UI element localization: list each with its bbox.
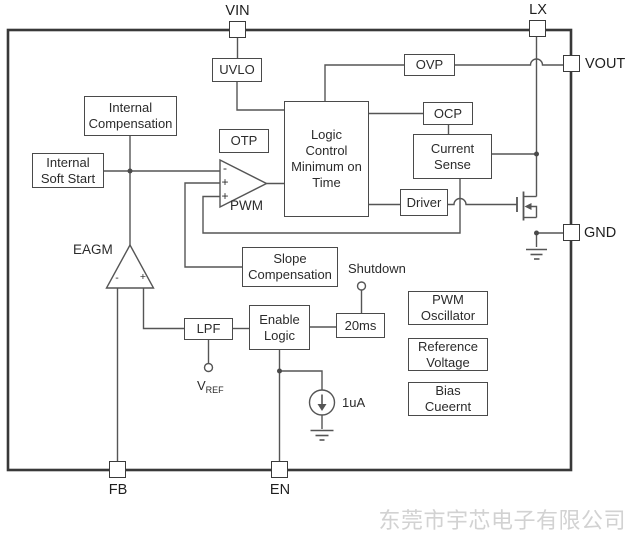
block-lpf: LPF bbox=[184, 318, 233, 340]
block-otp: OTP bbox=[219, 129, 269, 153]
pin-label-vout: VOUT bbox=[585, 56, 626, 72]
block-pwm-oscillator: PWM Oscillator bbox=[408, 291, 488, 325]
block-driver: Driver bbox=[400, 189, 448, 216]
block-slope-compensation: Slope Compensation bbox=[242, 247, 338, 287]
wire-junction-currentsource bbox=[279, 370, 323, 390]
mosfet-body-arrow bbox=[524, 203, 532, 210]
block-ovp: OVP bbox=[404, 54, 455, 76]
wires-group bbox=[104, 37, 563, 461]
wire-eagm-lpf bbox=[142, 288, 184, 330]
pin-label-lx: LX bbox=[529, 2, 547, 18]
eagm-label: EAGM bbox=[73, 242, 113, 257]
block-current-sense: Current Sense bbox=[413, 134, 492, 179]
pwm-comparator-triangle bbox=[219, 158, 269, 209]
pwm-label: PWM bbox=[230, 198, 263, 213]
block-internal-soft-start: Internal Soft Start bbox=[32, 153, 104, 188]
block-uvlo: UVLO bbox=[212, 58, 262, 82]
vref-main: V bbox=[197, 378, 206, 393]
wire-driver-gate-hop bbox=[448, 197, 517, 206]
wire-slope-pwm bbox=[184, 182, 242, 268]
mosfet-symbol bbox=[516, 191, 538, 221]
eagm-minus-sign: - bbox=[115, 272, 119, 284]
block-20ms-delay: 20ms bbox=[336, 313, 385, 338]
eagm-plus-sign: + bbox=[139, 271, 147, 283]
wire-ovp-vout-hop bbox=[455, 58, 563, 66]
block-internal-compensation: Internal Compensation bbox=[84, 96, 177, 136]
junction-dots bbox=[127, 151, 539, 374]
ground-symbol-currentsource bbox=[310, 429, 334, 441]
company-watermark: 东莞市宇芯电子有限公司 bbox=[378, 508, 626, 533]
pin-pad-vin bbox=[229, 21, 246, 38]
chip-boundary bbox=[6, 28, 573, 472]
pin-label-fb: FB bbox=[108, 482, 128, 498]
pin-label-en: EN bbox=[269, 482, 291, 498]
pin-pad-vout bbox=[563, 55, 580, 72]
pin-pad-fb bbox=[109, 461, 126, 478]
vref-subscript: REF bbox=[205, 385, 224, 395]
current-source-label: 1uA bbox=[342, 395, 366, 410]
current-source-symbol bbox=[308, 389, 336, 416]
pin-label-gnd: GND bbox=[584, 225, 617, 241]
vref-terminal bbox=[203, 362, 214, 373]
pwm-plus-sign-bottom: + bbox=[221, 189, 229, 203]
vref-label: VREF bbox=[197, 378, 224, 395]
pwm-minus-sign: - bbox=[223, 161, 227, 175]
pin-label-vin: VIN bbox=[225, 3, 250, 19]
wire-uvlo-logic bbox=[236, 82, 284, 111]
block-enable-logic: Enable Logic bbox=[249, 305, 310, 350]
block-logic-control: Logic Control Minimum on Time bbox=[284, 101, 369, 217]
wire-currentsense-pwm bbox=[202, 179, 461, 234]
ground-symbol-mosfet bbox=[526, 248, 547, 260]
block-ocp: OCP bbox=[423, 102, 473, 125]
pwm-plus-sign-mid: + bbox=[221, 175, 229, 189]
shutdown-label: Shutdown bbox=[348, 261, 406, 276]
shutdown-terminal bbox=[356, 281, 367, 291]
block-bias-current: Bias Cueernt bbox=[408, 382, 488, 416]
pin-pad-en bbox=[271, 461, 288, 478]
pin-pad-lx bbox=[529, 20, 546, 37]
wire-ovp-logic bbox=[324, 64, 404, 101]
block-reference-voltage: Reference Voltage bbox=[408, 338, 488, 371]
eagm-amplifier-triangle bbox=[105, 243, 155, 289]
pin-pad-gnd bbox=[563, 224, 580, 241]
